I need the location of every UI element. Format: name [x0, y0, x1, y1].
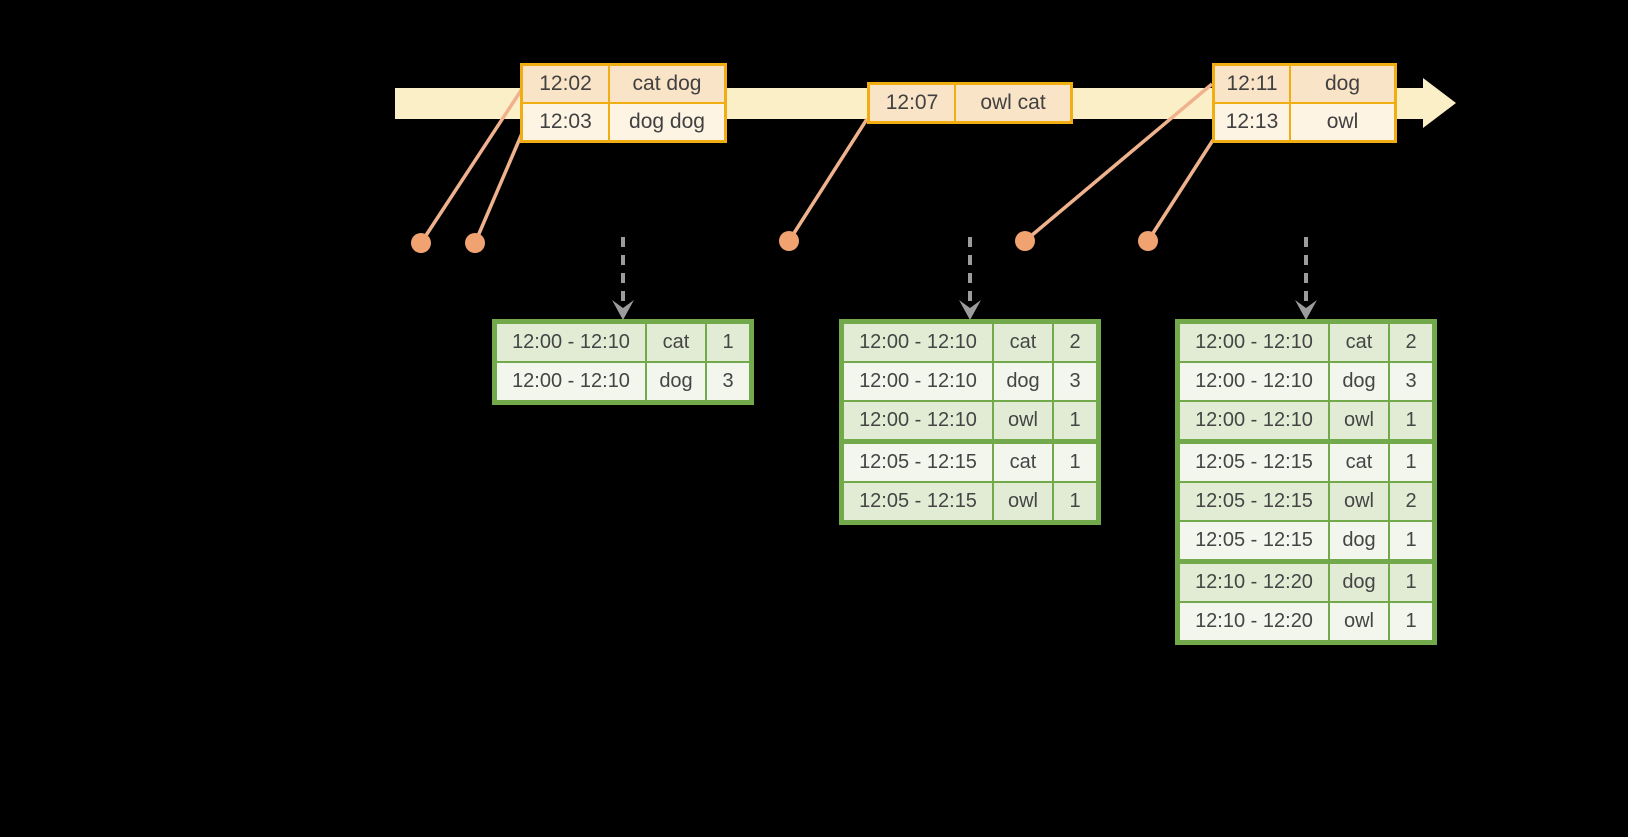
connector-line — [1146, 139, 1215, 242]
table-row: 12:13 owl — [1215, 102, 1394, 140]
count-cell: 1 — [1388, 444, 1432, 481]
word-cell: owl — [1328, 402, 1388, 439]
count-cell: 2 — [1052, 324, 1096, 361]
table-row: 12:00 - 12:10 cat 1 — [497, 324, 749, 361]
event-time: 12:02 — [539, 72, 592, 95]
word-cell: dog — [1328, 363, 1388, 400]
result-table-1: 12:00 - 12:10 cat 1 12:00 - 12:10 dog 3 — [492, 319, 754, 405]
event-table-3: 12:11 dog 12:13 owl — [1212, 63, 1397, 143]
trigger-arrowheads — [612, 300, 1317, 320]
count-cell: 3 — [1052, 363, 1096, 400]
word-cell: dog — [645, 363, 705, 400]
event-dot — [411, 233, 431, 253]
word-cell: dog — [1328, 564, 1388, 601]
result-table-2: 12:00 - 12:10 cat 2 12:00 - 12:10 dog 3 … — [839, 319, 1101, 525]
count-cell: 1 — [1388, 522, 1432, 559]
word-cell: cat — [992, 444, 1052, 481]
word-cell: cat — [1328, 324, 1388, 361]
count-cell: 1 — [1052, 483, 1096, 520]
window-cell: 12:00 - 12:10 — [859, 331, 977, 353]
word-cell: cat — [1328, 444, 1388, 481]
count-cell: 1 — [1052, 402, 1096, 439]
trigger-arrowhead-icon — [1295, 300, 1317, 320]
event-dot — [1138, 231, 1158, 251]
window-cell: 12:00 - 12:10 — [1195, 370, 1313, 392]
event-words: owl — [1289, 104, 1394, 140]
table-row: 12:00 - 12:10 dog 3 — [844, 361, 1096, 400]
table-row: 12:00 - 12:10 owl 1 — [844, 400, 1096, 439]
window-cell: 12:00 - 12:10 — [1195, 331, 1313, 353]
window-cell: 12:00 - 12:10 — [512, 331, 630, 353]
event-dot — [779, 231, 799, 251]
connector-line — [787, 118, 869, 242]
window-cell: 12:05 - 12:15 — [1195, 490, 1313, 512]
table-row: 12:00 - 12:10 cat 2 — [1180, 324, 1432, 361]
window-cell: 12:05 - 12:15 — [1195, 451, 1313, 473]
count-cell: 1 — [705, 324, 749, 361]
word-cell: dog — [992, 363, 1052, 400]
window-cell: 12:00 - 12:10 — [1195, 409, 1313, 431]
event-words: owl cat — [954, 85, 1070, 121]
table-row: 12:00 - 12:10 owl 1 — [1180, 400, 1432, 439]
count-cell: 1 — [1052, 444, 1096, 481]
word-cell: owl — [1328, 603, 1388, 640]
table-row: 12:00 - 12:10 dog 3 — [497, 361, 749, 400]
table-row: 12:02 cat dog — [523, 66, 724, 102]
result-table-3: 12:00 - 12:10 cat 2 12:00 - 12:10 dog 3 … — [1175, 319, 1437, 645]
window-cell: 12:00 - 12:10 — [859, 409, 977, 431]
count-cell: 2 — [1388, 483, 1432, 520]
window-cell: 12:05 - 12:15 — [859, 451, 977, 473]
window-cell: 12:05 - 12:15 — [1195, 529, 1313, 551]
table-row: 12:11 dog — [1215, 66, 1394, 102]
table-row: 12:05 - 12:15 owl 1 — [844, 481, 1096, 520]
window-cell: 12:10 - 12:20 — [1195, 571, 1313, 593]
event-dot — [1015, 231, 1035, 251]
table-row: 12:05 - 12:15 dog 1 — [1180, 520, 1432, 559]
window-cell: 12:05 - 12:15 — [859, 490, 977, 512]
trigger-arrows — [621, 237, 1308, 301]
table-row: 12:10 - 12:20 owl 1 — [1180, 601, 1432, 640]
event-words: dog dog — [608, 104, 724, 140]
event-time: 12:13 — [1225, 110, 1279, 133]
event-dots — [411, 231, 1158, 253]
count-cell: 1 — [1388, 603, 1432, 640]
connector-line — [473, 130, 525, 244]
table-row: 12:00 - 12:10 dog 3 — [1180, 361, 1432, 400]
window-cell: 12:10 - 12:20 — [1195, 610, 1313, 632]
count-cell: 1 — [1388, 564, 1432, 601]
trigger-arrowhead-icon — [612, 300, 634, 320]
event-words: cat dog — [608, 66, 724, 102]
word-cell: owl — [1328, 483, 1388, 520]
table-row: 12:07 owl cat — [870, 85, 1070, 121]
count-cell: 1 — [1388, 402, 1432, 439]
table-row: 12:05 - 12:15 owl 2 — [1180, 481, 1432, 520]
word-cell: owl — [992, 402, 1052, 439]
word-cell: dog — [1328, 522, 1388, 559]
event-words: dog — [1289, 66, 1394, 102]
event-time: 12:03 — [539, 110, 592, 133]
table-row: 12:00 - 12:10 cat 2 — [844, 324, 1096, 361]
table-row: 12:05 - 12:15 cat 1 — [844, 439, 1096, 481]
table-row: 12:05 - 12:15 cat 1 — [1180, 439, 1432, 481]
event-time: 12:11 — [1226, 72, 1278, 95]
trigger-arrowhead-icon — [959, 300, 981, 320]
table-row: 12:10 - 12:20 dog 1 — [1180, 559, 1432, 601]
count-cell: 3 — [705, 363, 749, 400]
word-cell: cat — [645, 324, 705, 361]
timeline-arrowhead-icon — [1423, 78, 1456, 128]
window-cell: 12:00 - 12:10 — [512, 370, 630, 392]
word-cell: owl — [992, 483, 1052, 520]
event-table-1: 12:02 cat dog 12:03 dog dog — [520, 63, 727, 143]
table-row: 12:03 dog dog — [523, 102, 724, 140]
event-dot — [465, 233, 485, 253]
word-cell: cat — [992, 324, 1052, 361]
count-cell: 2 — [1388, 324, 1432, 361]
event-table-2: 12:07 owl cat — [867, 82, 1073, 124]
event-time: 12:07 — [885, 91, 939, 114]
window-cell: 12:00 - 12:10 — [859, 370, 977, 392]
count-cell: 3 — [1388, 363, 1432, 400]
